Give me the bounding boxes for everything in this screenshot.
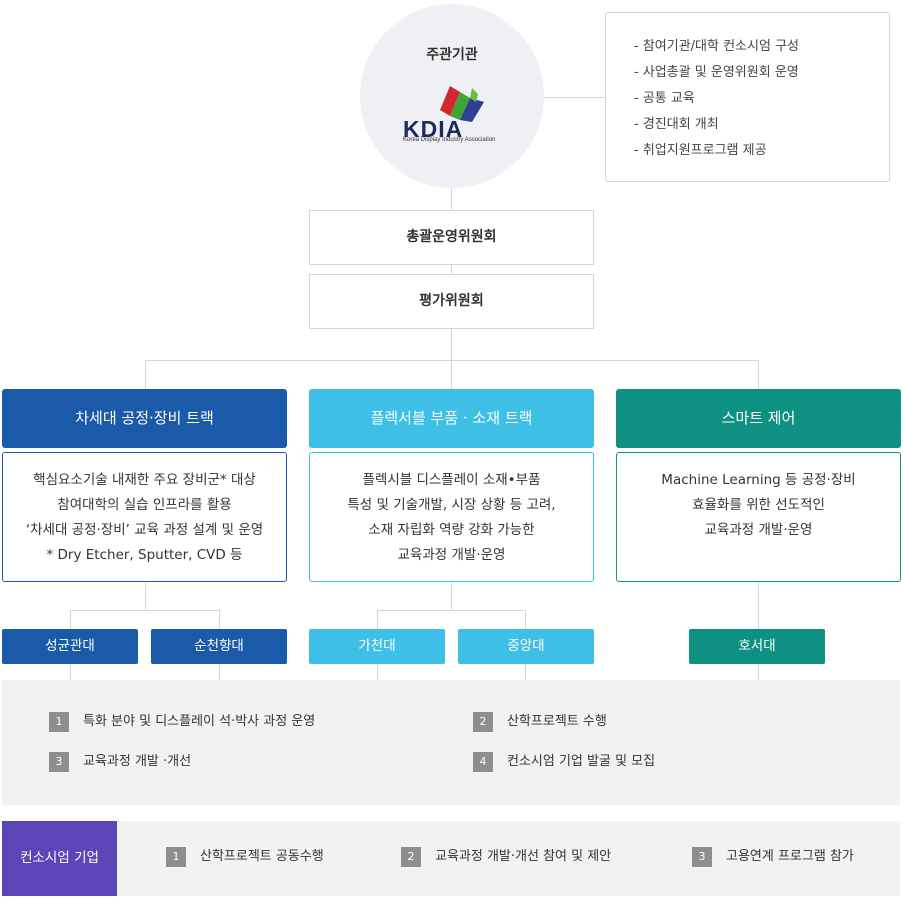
lead-role-item: - 참여기관/대학 컨소시엄 구성	[634, 39, 799, 54]
connector-committee-tracks	[451, 329, 452, 360]
connector-uni-3	[377, 610, 378, 629]
university-role-item: 3 교육과정 개발 ·개선	[49, 752, 191, 772]
university-hoseo: 호서대	[689, 629, 825, 664]
connector-track-1	[145, 360, 146, 389]
consortium-label: 컨소시엄 기업	[2, 821, 117, 896]
connector-track1-unis-h	[70, 610, 220, 611]
track-2-header: 플렉서블 부품 · 소재 트랙	[309, 389, 594, 448]
track-desc-line: 소재 자립화 역량 강화 가능한	[368, 522, 535, 538]
role-text: 산학프로젝트 공동수행	[200, 849, 324, 864]
track-3-description: Machine Learning 등 공정·장비 효율화를 위한 선도적인 교육…	[616, 452, 901, 582]
lead-roles-box: - 참여기관/대학 컨소시엄 구성 - 사업총괄 및 운영위원회 운영 - 공통…	[605, 12, 890, 182]
track-desc-line: 교육과정 개발·운영	[704, 522, 813, 538]
lead-role-item: - 경진대회 개최	[634, 117, 719, 132]
track-desc-line: 플렉시블 디스플레이 소재•부품	[362, 472, 541, 488]
connector-uni2-roles	[219, 664, 220, 680]
track-desc-line: Machine Learning 등 공정·장비	[661, 472, 856, 488]
kdia-logo: KDIA Korea Display Industry Association	[398, 76, 508, 148]
kdia-logo-icon	[440, 86, 484, 122]
connector-track3-unis	[758, 582, 759, 629]
role-number-badge: 3	[49, 752, 69, 772]
university-role-item: 2 산학프로젝트 수행	[473, 712, 607, 732]
connector-uni3-roles	[377, 664, 378, 680]
connector-track2-unis	[451, 582, 452, 610]
connector-lead-committee	[451, 188, 452, 210]
role-text: 산학프로젝트 수행	[507, 714, 607, 729]
role-text: 특화 분야 및 디스플레이 석·박사 과정 운영	[83, 714, 316, 729]
connector-uni-4	[525, 610, 526, 629]
connector-committees	[451, 265, 452, 274]
kdia-logo-subtitle: Korea Display Industry Association	[403, 137, 496, 143]
role-number-badge: 2	[401, 847, 421, 867]
track-desc-line: 핵심요소기술 내재한 주요 장비군* 대상	[33, 472, 256, 488]
university-role-item: 4 컨소시엄 기업 발굴 및 모집	[473, 752, 655, 772]
track-1-description: 핵심요소기술 내재한 주요 장비군* 대상 참여대학의 실습 인프라를 활용 ‘…	[2, 452, 287, 582]
steering-committee-box: 총괄운영위원회	[309, 210, 594, 265]
university-gachon: 가천대	[309, 629, 445, 664]
lead-role-item: - 취업지원프로그램 제공	[634, 143, 767, 158]
connector-uni-2	[219, 610, 220, 629]
university-cau: 중앙대	[458, 629, 594, 664]
role-text: 교육과정 개발·개선 참여 및 제안	[435, 849, 612, 864]
lead-institution-circle: 주관기관 KDIA Korea Display Industry Associa…	[360, 4, 544, 188]
connector-track1-unis	[145, 582, 146, 610]
track-1-header: 차세대 공정·장비 트랙	[2, 389, 287, 448]
university-role-item: 1 특화 분야 및 디스플레이 석·박사 과정 운영	[49, 712, 315, 732]
connector-track2-unis-h	[377, 610, 526, 611]
role-number-badge: 4	[473, 752, 493, 772]
university-skku: 성균관대	[2, 629, 138, 664]
role-number-badge: 1	[49, 712, 69, 732]
role-number-badge: 1	[166, 847, 186, 867]
lead-role-item: - 사업총괄 및 운영위원회 운영	[634, 65, 799, 80]
evaluation-committee-box: 평가위원회	[309, 274, 594, 329]
consortium-role-item: 1 산학프로젝트 공동수행	[166, 847, 324, 867]
connector-uni4-roles	[525, 664, 526, 680]
connector-tracks-horizontal	[145, 360, 759, 361]
connector-track-3	[758, 360, 759, 389]
connector-lead-info	[544, 97, 605, 98]
track-2-description: 플렉시블 디스플레이 소재•부품 특성 및 기술개발, 시장 상황 등 고려, …	[309, 452, 594, 582]
kdia-logo-word: KDIA	[403, 116, 464, 142]
track-desc-line: 참여대학의 실습 인프라를 활용	[57, 497, 232, 513]
role-text: 컨소시엄 기업 발굴 및 모집	[507, 754, 656, 769]
university-sch: 순천향대	[151, 629, 287, 664]
consortium-panel: 컨소시엄 기업 1 산학프로젝트 공동수행 2 교육과정 개발·개선 참여 및 제안…	[2, 821, 900, 896]
connector-uni-1	[70, 610, 71, 629]
track-desc-line: 특성 및 기술개발, 시장 상황 등 고려,	[347, 497, 556, 513]
role-text: 고용연계 프로그램 참가	[726, 849, 854, 864]
lead-institution-title: 주관기관	[426, 47, 478, 63]
lead-role-item: - 공통 교육	[634, 91, 695, 106]
track-desc-line: * Dry Etcher, Sputter, CVD 등	[46, 547, 243, 563]
university-roles-panel: 1 특화 분야 및 디스플레이 석·박사 과정 운영 2 산학프로젝트 수행 3 교육…	[2, 680, 900, 805]
connector-uni1-roles	[70, 664, 71, 680]
role-number-badge: 3	[692, 847, 712, 867]
track-3-header: 스마트 제어	[616, 389, 901, 448]
connector-uni5-roles	[758, 664, 759, 680]
track-desc-line: ‘차세대 공정·장비’ 교육 과정 설계 및 운영	[25, 522, 264, 538]
role-text: 교육과정 개발 ·개선	[83, 754, 192, 769]
track-desc-line: 교육과정 개발·운영	[397, 547, 506, 563]
consortium-role-item: 2 교육과정 개발·개선 참여 및 제안	[401, 847, 611, 867]
track-desc-line: 효율화를 위한 선도적인	[692, 497, 825, 513]
role-number-badge: 2	[473, 712, 493, 732]
consortium-role-item: 3 고용연계 프로그램 참가	[692, 847, 854, 867]
connector-track-2	[451, 360, 452, 389]
